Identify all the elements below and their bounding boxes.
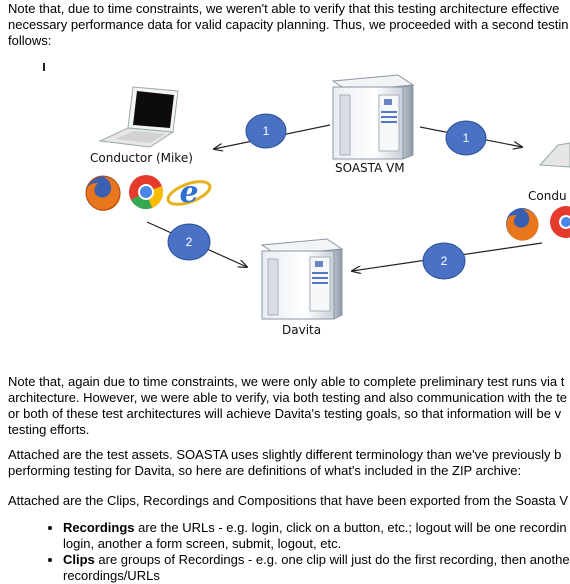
definitions-list: Recordings are the URLs - e.g. login, cl… [40, 520, 570, 584]
paragraph-line: or both of these test architectures will… [8, 406, 562, 421]
step-2-badge-right: 2 [422, 242, 466, 280]
soasta-vm-server-icon [331, 74, 415, 160]
firefox-icon [85, 175, 121, 211]
laptop-right-icon [538, 142, 570, 168]
cursor-mark [43, 63, 45, 71]
intro-line-3: follows: [8, 33, 52, 48]
paragraph-line: testing efforts. [8, 422, 90, 437]
step-2-badge-left: 2 [167, 223, 211, 261]
step-1-badge-right: 1 [445, 120, 487, 156]
davita-server-icon [260, 238, 344, 320]
paragraph-line: Attached are the test assets. SOASTA use… [8, 447, 562, 462]
intro-line-2: necessary performance data for valid cap… [8, 17, 569, 32]
svg-text:1: 1 [463, 131, 470, 145]
bullet-text: are the URLs - e.g. login, click on a bu… [134, 520, 567, 535]
davita-label: Davita [282, 323, 321, 337]
paragraph-line: Attached are the Clips, Recordings and C… [8, 493, 569, 508]
firefox-icon-right [506, 208, 539, 241]
chrome-icon-right [550, 206, 570, 238]
laptop-left-icon [98, 86, 179, 148]
paragraph-line: architecture. However, we were able to v… [8, 390, 568, 405]
bullet-text: are groups of Recordings - e.g. one clip… [94, 552, 570, 567]
conductor-right-label: Condu [528, 189, 567, 203]
paragraph-line: Note that, again due to time constraints… [8, 374, 565, 389]
step-1-badge-left: 1 [245, 113, 287, 149]
bullet-term: Recordings [63, 520, 135, 535]
chrome-icon [129, 175, 164, 210]
internet-explorer-icon: e [166, 175, 212, 210]
bullet-text-continued: login, another a form screen, submit, lo… [63, 536, 342, 551]
architecture-diagram: Conductor (Mike) e SOASTA VM Condu [43, 63, 570, 337]
bullet-text-continued: recordings/URLs [63, 568, 160, 583]
svg-text:e: e [179, 175, 198, 210]
conductor-left-label: Conductor (Mike) [90, 151, 193, 165]
svg-text:2: 2 [441, 254, 448, 268]
list-item: Recordings are the URLs - e.g. login, cl… [63, 520, 570, 552]
soasta-vm-label: SOASTA VM [335, 161, 405, 175]
svg-text:1: 1 [263, 124, 270, 138]
paragraph-preliminary-runs: Note that, again due to time constraints… [8, 374, 567, 438]
paragraph-test-assets: Attached are the test assets. SOASTA use… [8, 447, 561, 479]
intro-paragraph: Note that, due to time constraints, we w… [8, 1, 569, 49]
list-item: Clips are groups of Recordings - e.g. on… [63, 552, 570, 584]
paragraph-line: performing testing for Davita, so here a… [8, 463, 522, 478]
svg-text:2: 2 [186, 235, 193, 249]
paragraph-attached-clips: Attached are the Clips, Recordings and C… [8, 493, 568, 509]
bullet-term: Clips [63, 552, 95, 567]
intro-line-1: Note that, due to time constraints, we w… [8, 1, 560, 16]
